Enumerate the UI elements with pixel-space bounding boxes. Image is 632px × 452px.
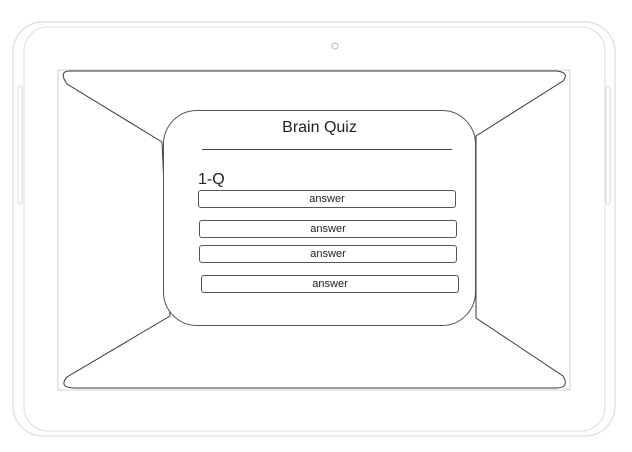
side-button-left <box>17 85 23 205</box>
answer-button-4[interactable]: answer <box>201 275 459 293</box>
answer-button-3[interactable]: answer <box>199 245 457 263</box>
side-button-right <box>605 85 611 205</box>
answer-button-1[interactable]: answer <box>198 190 456 208</box>
answer-button-2[interactable]: answer <box>199 220 457 238</box>
title-divider <box>202 149 452 150</box>
tablet-inner-bezel <box>23 26 606 432</box>
tablet-screen <box>57 69 571 391</box>
question-label: 1-Q <box>198 171 225 188</box>
backdrop-shape <box>62 70 566 389</box>
quiz-title: Brain Quiz <box>282 119 357 136</box>
quiz-card: Brain Quiz 1-Q answer answer answer answ… <box>163 110 476 326</box>
camera-icon <box>331 42 339 50</box>
